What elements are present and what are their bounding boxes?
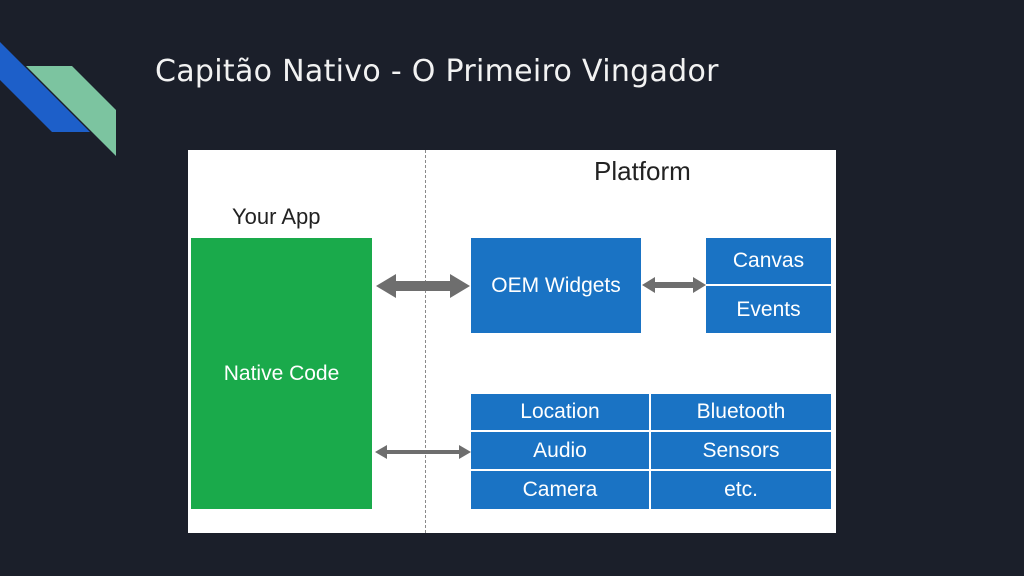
- app-platform-divider: [425, 150, 426, 533]
- slide-title: Capitão Nativo - O Primeiro Vingador: [155, 54, 719, 89]
- service-location: Location: [471, 394, 649, 430]
- corner-green-stripe: [26, 66, 116, 156]
- oem-canvas-arrow: [642, 277, 706, 293]
- platform-services-grid: Location Bluetooth Audio Sensors Camera …: [471, 394, 831, 509]
- platform-label: Platform: [594, 156, 691, 186]
- native-code-label: Native Code: [223, 361, 340, 385]
- service-audio-label: Audio: [533, 438, 587, 462]
- oem-widgets-box: OEM Widgets: [471, 238, 641, 333]
- events-box: Events: [706, 286, 831, 333]
- service-location-label: Location: [520, 400, 600, 423]
- service-audio: Audio: [471, 432, 649, 469]
- service-sensors: Sensors: [651, 432, 831, 469]
- service-sensors-label: Sensors: [702, 438, 780, 462]
- corner-blue-stripe: [0, 42, 90, 132]
- canvas-box: Canvas: [706, 238, 831, 284]
- architecture-diagram: Your App Platform Native Code OEM Widget…: [188, 150, 836, 533]
- oem-widgets-label: OEM Widgets: [491, 273, 621, 297]
- native-oem-arrow: [376, 274, 470, 298]
- events-label: Events: [736, 297, 801, 321]
- service-bluetooth: Bluetooth: [651, 394, 831, 430]
- service-camera-label: Camera: [522, 478, 598, 501]
- canvas-label: Canvas: [732, 249, 805, 272]
- native-services-arrow: [375, 445, 471, 459]
- service-bluetooth-label: Bluetooth: [696, 400, 786, 423]
- service-camera: Camera: [471, 471, 649, 509]
- your-app-label: Your App: [232, 204, 321, 229]
- service-etc-label: etc.: [724, 478, 758, 501]
- service-etc: etc.: [651, 471, 831, 509]
- native-code-box: Native Code: [191, 238, 372, 509]
- corner-decoration: [0, 42, 116, 156]
